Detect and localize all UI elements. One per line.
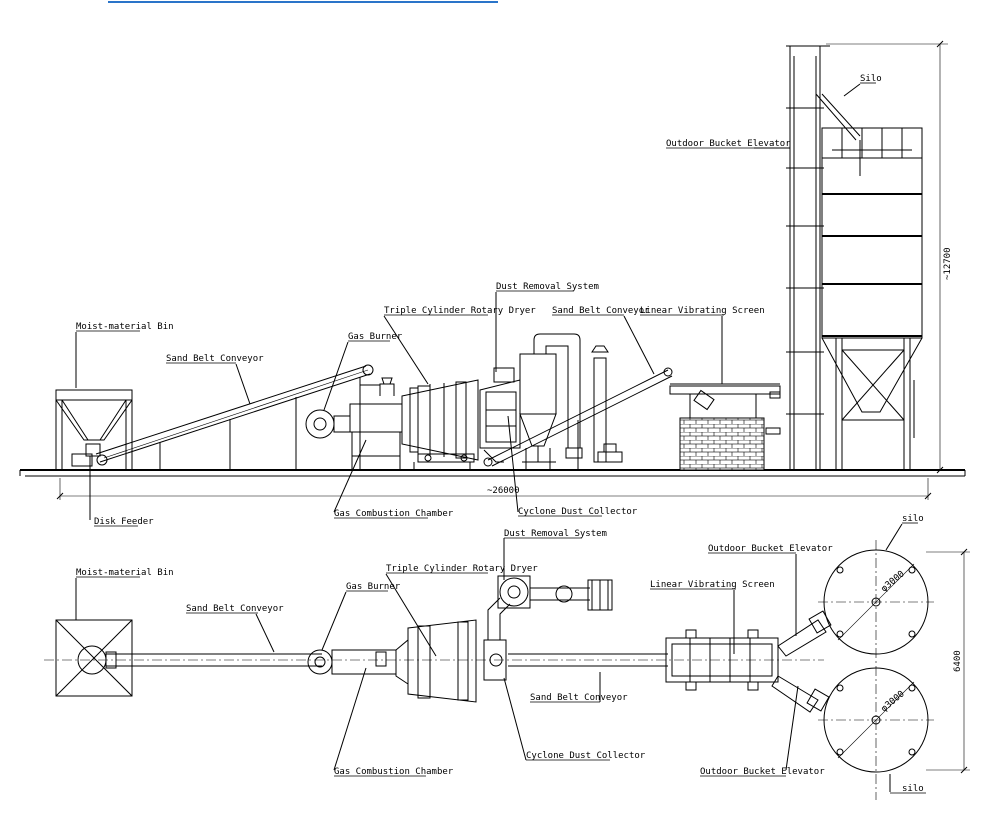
label-silo: Silo (860, 74, 882, 84)
height-dimension-text: ~12700 (943, 247, 953, 280)
sand-belt-conveyor-1 (95, 364, 380, 470)
plan-label-outdoor-bucket-elevator-bottom: Outdoor Bucket Elevator (700, 767, 825, 777)
label-dust-removal-system: Dust Removal System (496, 282, 599, 292)
silo-elevation (821, 127, 923, 470)
silos-plan: φ3000 φ3000 (818, 540, 934, 800)
label-triple-cylinder-rotary-dryer: Triple Cylinder Rotary Dryer (384, 306, 536, 316)
label-disk-feeder: Disk Feeder (94, 517, 154, 527)
plan-label-outdoor-bucket-elevator-top: Outdoor Bucket Elevator (708, 544, 833, 554)
label-sand-belt-conveyor-2: Sand Belt Conveyor (552, 306, 650, 316)
moist-material-bin (55, 389, 133, 470)
plan-label-silo-bottom: silo (902, 784, 924, 794)
length-dimension: ~26000 (56, 478, 932, 500)
silo-diameter-top: φ3000 (880, 569, 907, 594)
moist-material-bin-plan (55, 619, 133, 697)
height-dimension: ~12700 (826, 40, 953, 474)
sand-belt-conveyor-plan-1 (105, 651, 322, 669)
dust-removal-elevation (479, 367, 521, 463)
label-sand-belt-conveyor-1: Sand Belt Conveyor (166, 354, 264, 364)
plan-label-moist-material-bin: Moist-material Bin (76, 568, 174, 578)
silo-diameter-bottom: φ3000 (880, 689, 907, 714)
sand-belt-conveyor-plan-2 (508, 653, 668, 667)
plan-label-sand-belt-conveyor-2: Sand Belt Conveyor (530, 693, 628, 703)
cyclone-elevation (519, 333, 583, 470)
elevation-view: ~26000 (19, 40, 966, 527)
plan-label-triple-cylinder-rotary-dryer: Triple Cylinder Rotary Dryer (386, 564, 538, 574)
label-gas-burner: Gas Burner (348, 332, 403, 342)
dust-removal-plan (497, 575, 613, 611)
label-cyclone-dust-collector: Cyclone Dust Collector (518, 507, 638, 517)
plan-label-gas-burner: Gas Burner (346, 582, 401, 592)
vibrating-screen-elevation (669, 383, 781, 471)
cyclone-plan (483, 597, 511, 681)
plan-view: φ3000 φ3000 6400 Moist-material Bin Sand… (44, 514, 970, 800)
label-outdoor-bucket-elevator: Outdoor Bucket Elevator (666, 139, 791, 149)
plan-label-linear-vibrating-screen: Linear Vibrating Screen (650, 580, 775, 590)
elevation-callouts: Moist-material Bin Sand Belt Conveyor Ga… (75, 74, 882, 527)
gas-burner-elevation (305, 377, 403, 471)
plan-label-silo-top: silo (902, 514, 924, 524)
label-linear-vibrating-screen: Linear Vibrating Screen (640, 306, 765, 316)
plan-label-sand-belt-conveyor-1: Sand Belt Conveyor (186, 604, 284, 614)
plan-label-gas-combustion-chamber: Gas Combustion Chamber (334, 767, 454, 777)
label-gas-combustion-chamber: Gas Combustion Chamber (334, 509, 454, 519)
width-dimension-text: 6400 (953, 650, 963, 672)
length-dimension-text: ~26000 (487, 486, 520, 496)
plan-callouts: Moist-material Bin Sand Belt Conveyor Ga… (75, 514, 926, 794)
vibrating-screen-plan (665, 629, 779, 691)
width-dimension: 6400 (926, 548, 970, 774)
rotary-dryer-elevation (401, 379, 479, 470)
plan-label-cyclone-dust-collector: Cyclone Dust Collector (526, 751, 646, 761)
ground-line (19, 469, 966, 477)
rotary-dryer-plan (395, 619, 477, 703)
bucket-elevator-plan (771, 610, 832, 713)
bucket-elevator-elevation (786, 45, 861, 471)
chimney-elevation (591, 345, 623, 463)
sand-belt-conveyor-2 (483, 367, 673, 470)
label-moist-material-bin: Moist-material Bin (76, 322, 174, 332)
plan-label-dust-removal-system: Dust Removal System (504, 529, 607, 539)
